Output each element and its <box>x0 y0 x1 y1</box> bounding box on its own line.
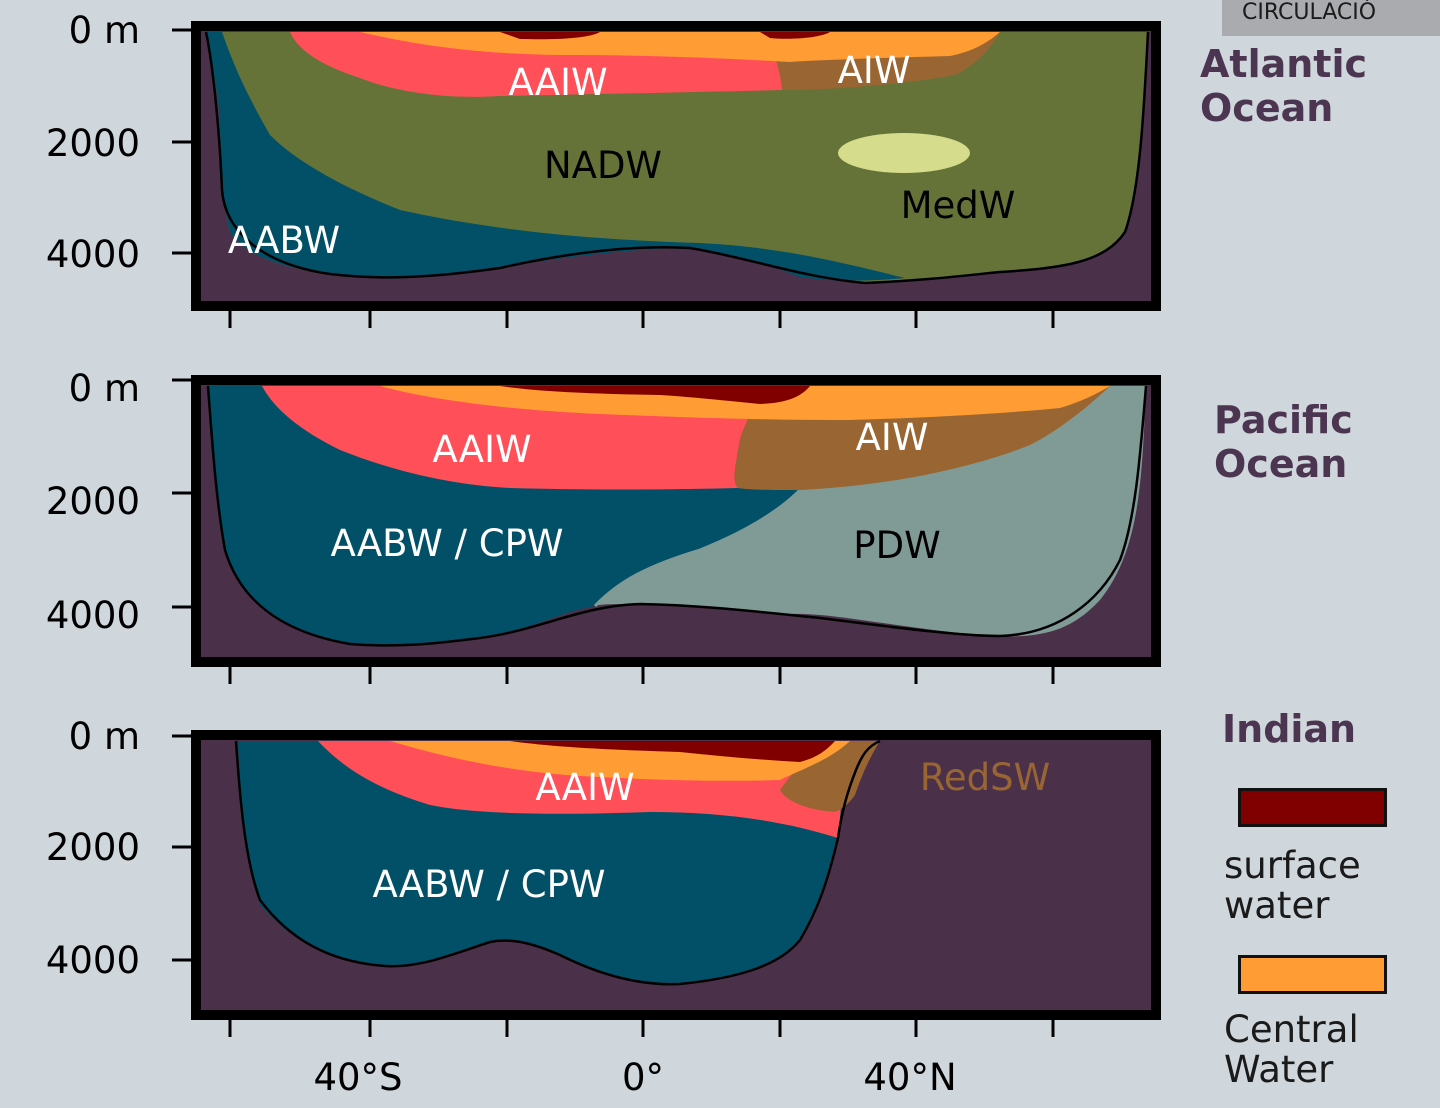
indian-surface-water <box>510 741 835 762</box>
legend-label-surface-water: surface water <box>1224 846 1361 926</box>
atlantic-medw-lens <box>838 133 970 173</box>
atlantic-aabw <box>206 32 905 281</box>
pacific-panel: AAIW AIW AABW / CPW PDW <box>191 375 1161 667</box>
legend-label-surface-line2: water <box>1224 884 1330 927</box>
latitude-ticks <box>228 308 1055 1037</box>
atlantic-depth-4000: 4000 <box>46 233 140 276</box>
atlantic-label-aiw: AIW <box>838 49 911 92</box>
depth-axis-ticks <box>172 28 196 962</box>
atlantic-panel: AAIW AIW NADW MedW AABW <box>191 21 1161 311</box>
latitude-labels: 40°S 0° 40°N <box>313 1056 956 1099</box>
atlantic-title-line1: Atlantic <box>1200 42 1368 86</box>
atlantic-frame <box>191 21 1161 311</box>
pacific-title-line1: Pacific <box>1214 398 1353 442</box>
pacific-label-pdw: PDW <box>853 524 940 567</box>
pacific-label-aabw-cpw: AABW / CPW <box>330 522 563 565</box>
lat-label-40n: 40°N <box>863 1056 956 1099</box>
legend-label-surface-line1: surface <box>1224 844 1361 887</box>
indian-panel: AAIW RedSW AABW / CPW <box>191 730 1161 1020</box>
indian-depth-2000: 2000 <box>46 826 140 869</box>
atlantic-depth-0: 0 m <box>69 9 140 52</box>
indian-bottom-outline <box>234 739 881 986</box>
pacific-central-water <box>380 386 1110 420</box>
atlantic-title: Atlantic Ocean <box>1200 42 1367 130</box>
pacific-label-aiw: AIW <box>856 416 929 459</box>
header-tag: CIRCULACIÓ <box>1222 0 1440 36</box>
pacific-depth-4000: 4000 <box>46 594 140 637</box>
pacific-label-aaiw: AAIW <box>432 428 531 471</box>
header-tag-text: CIRCULACIÓ <box>1242 0 1377 25</box>
lat-label-0: 0° <box>622 1056 664 1099</box>
atlantic-label-medw: MedW <box>901 184 1016 227</box>
pacific-bottom-outline <box>206 385 1148 647</box>
atlantic-title-line2: Ocean <box>1200 86 1334 130</box>
indian-frame <box>191 730 1161 1020</box>
pacific-depth-0: 0 m <box>69 367 140 410</box>
legend-label-central-line1: Central <box>1224 1008 1359 1051</box>
indian-label-aabw-cpw: AABW / CPW <box>372 863 605 906</box>
atlantic-depth-2000: 2000 <box>46 122 140 165</box>
indian-depth-4000: 4000 <box>46 939 140 982</box>
atlantic-label-aaiw: AAIW <box>508 61 607 104</box>
indian-title-line1: Indian <box>1222 707 1357 751</box>
lat-label-40s: 40°S <box>313 1056 402 1099</box>
atlantic-surface-water <box>500 32 830 40</box>
pacific-aabw-seam <box>593 488 802 608</box>
legend-swatch-central-water <box>1238 955 1387 994</box>
pacific-surface-water <box>500 386 810 404</box>
legend-label-central-water: Central Water <box>1224 1010 1359 1090</box>
pacific-title-line2: Ocean <box>1214 442 1348 486</box>
legend-swatch-surface-water <box>1238 788 1387 827</box>
indian-depth-0: 0 m <box>69 715 140 758</box>
depth-axis-labels: 0 m 2000 4000 0 m 2000 4000 0 m 2000 400… <box>46 9 140 982</box>
indian-title: Indian <box>1222 707 1356 751</box>
pacific-title: Pacific Ocean <box>1214 398 1353 486</box>
indian-label-aaiw: AAIW <box>535 766 634 809</box>
atlantic-bottom-outline <box>204 31 1150 285</box>
atlantic-central-water <box>360 32 1000 62</box>
atlantic-label-aabw: AABW <box>228 219 340 262</box>
indian-redsw <box>780 741 880 812</box>
atlantic-label-nadw: NADW <box>544 144 662 187</box>
pacific-depth-2000: 2000 <box>46 480 140 523</box>
pacific-frame <box>191 375 1161 667</box>
legend-label-central-line2: Water <box>1224 1048 1334 1091</box>
indian-label-redsw: RedSW <box>920 756 1050 799</box>
